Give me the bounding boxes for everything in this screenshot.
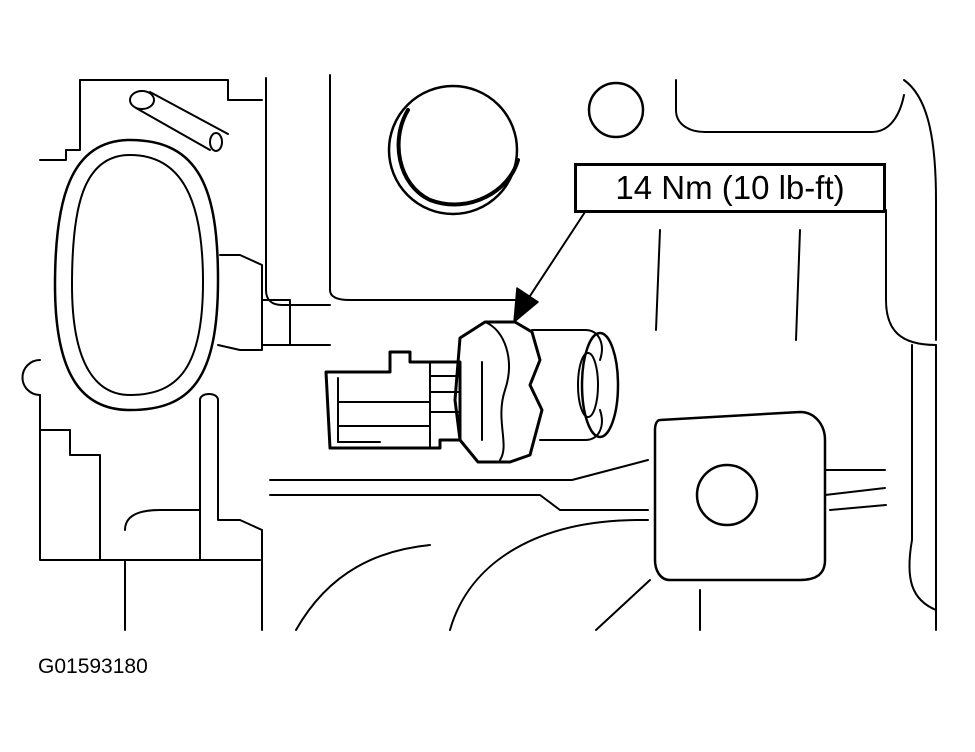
sensor-hex-body [453,320,620,464]
round-cap-plug [387,84,520,216]
center-channel-structure [217,74,521,351]
left-housing-outline [39,79,263,561]
sensor-connector [324,350,483,450]
small-hole-top [587,81,645,139]
lower-housing-lines [124,393,701,631]
mounting-bracket [653,410,887,582]
figure-id-label: G01593180 [38,655,148,678]
oval-port-gasket [21,138,220,412]
right-housing-outline [655,79,937,631]
dowel-pin [129,90,229,152]
torque-callout: 14 Nm (10 lb-ft) [574,163,886,213]
callout-leader-arrow [513,211,586,323]
torque-spec-label: 14 Nm (10 lb-ft) [615,169,845,206]
